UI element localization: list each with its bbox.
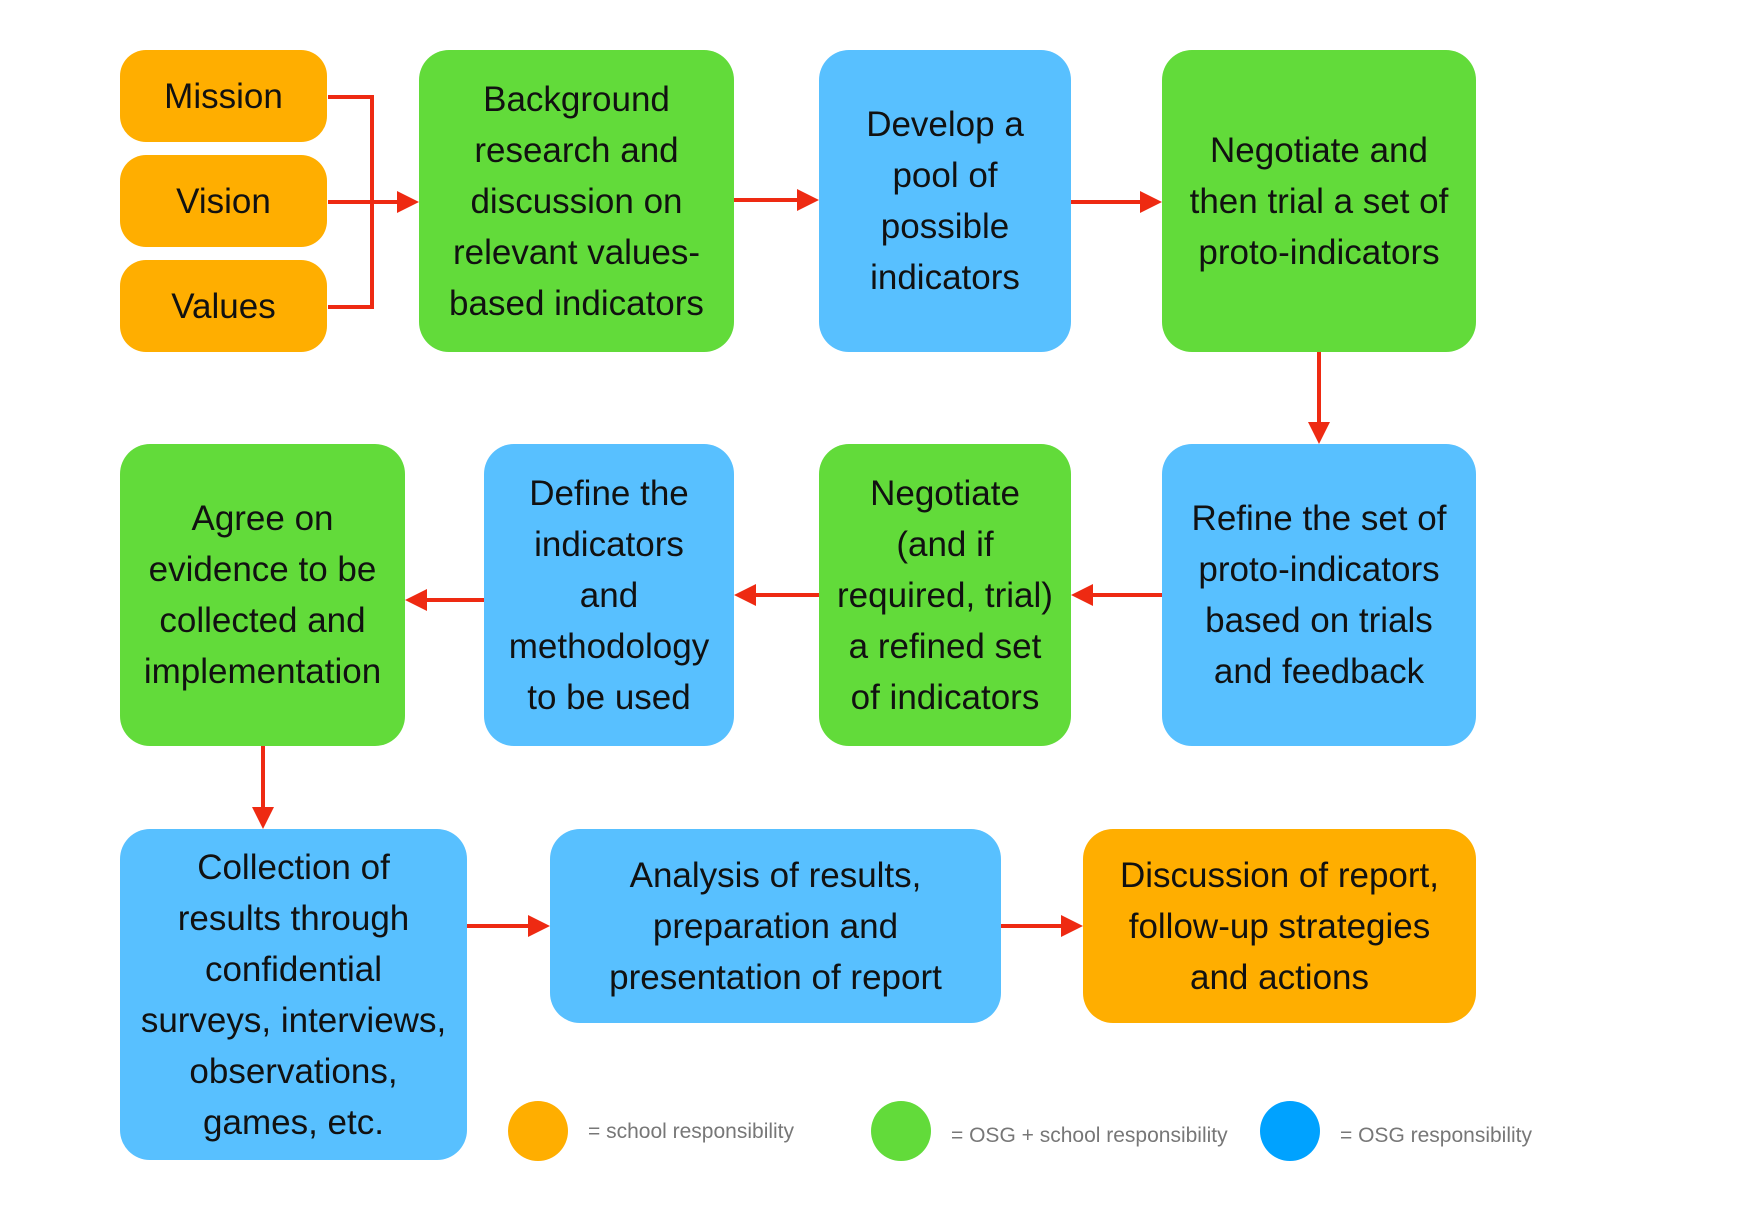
arrow-define-to-agree-head: [405, 589, 427, 611]
arrow-refine-to-negotiate-refined: [1071, 584, 1162, 606]
step-negotiate-trial: Negotiate and then trial a set of proto-…: [1162, 50, 1476, 352]
input-mission: Mission: [120, 50, 327, 142]
legend-label-school: = school responsibility: [588, 1120, 795, 1143]
arrow-negotiate-refined-to-define: [734, 584, 819, 606]
arrow-negotiate-trial-to-refine-head: [1308, 422, 1330, 444]
arrow-refine-to-negotiate-refined-head: [1071, 584, 1093, 606]
input-vision-label: Vision: [176, 181, 271, 221]
step-agree-evidence-text: Agree on evidence to be collected and im…: [143, 499, 382, 691]
arrow-agree-to-collection-head: [252, 807, 274, 829]
arrow-develop-to-negotiate-trial: [1071, 191, 1162, 213]
legend-dot-school: [508, 1101, 568, 1161]
step-define-indicators: Define the indicators and methodology to…: [484, 444, 734, 746]
input-mission-label: Mission: [164, 76, 283, 116]
step-develop-pool: Develop a pool of possible indicators: [819, 50, 1071, 352]
step-refine-text: Refine the set of proto-indicators based…: [1191, 499, 1447, 691]
step-develop-pool-text: Develop a pool of possible indicators: [866, 105, 1024, 297]
arrow-negotiate-refined-to-define-head: [734, 584, 756, 606]
arrow-negotiate-trial-to-refine: [1308, 352, 1330, 444]
arrow-define-to-agree: [405, 589, 484, 611]
legend-dot-osg-school: [871, 1101, 931, 1161]
step-refine: Refine the set of proto-indicators based…: [1162, 444, 1476, 746]
input-values: Values: [120, 260, 327, 352]
step-collection: Collection of results through confidenti…: [120, 829, 467, 1160]
arrow-agree-to-collection: [252, 746, 274, 829]
step-negotiate-refined-text: Negotiate (and if required, trial) a ref…: [837, 473, 1053, 717]
input-vision: Vision: [120, 155, 327, 247]
arrow-analysis-to-discussion-head: [1061, 915, 1083, 937]
step-define-indicators-text: Define the indicators and methodology to…: [508, 473, 710, 717]
arrow-collection-to-analysis-head: [528, 915, 550, 937]
step-background-research: Background research and discussion on re…: [419, 50, 734, 352]
step-analysis: Analysis of results, preparation and pre…: [550, 829, 1001, 1023]
arrow-inputs-to-background: [372, 191, 419, 213]
legend-label-osg-school: = OSG + school responsibility: [951, 1124, 1228, 1147]
arrow-inputs-to-background-head: [397, 191, 419, 213]
arrow-background-to-develop: [734, 189, 819, 211]
step-discussion: Discussion of report, follow-up strategi…: [1083, 829, 1476, 1023]
step-background-research-text: Background research and discussion on re…: [449, 79, 704, 323]
legend-dot-osg: [1260, 1101, 1320, 1161]
step-negotiate-trial-text: Negotiate and then trial a set of proto-…: [1189, 130, 1449, 272]
step-discussion-text: Discussion of report, follow-up strategi…: [1119, 855, 1440, 997]
arrow-develop-to-negotiate-trial-head: [1140, 191, 1162, 213]
arrow-analysis-to-discussion: [1001, 915, 1083, 937]
step-negotiate-refined: Negotiate (and if required, trial) a ref…: [819, 444, 1071, 746]
step-analysis-text: Analysis of results, preparation and pre…: [609, 855, 942, 997]
step-collection-text: Collection of results through confidenti…: [140, 847, 447, 1142]
input-values-label: Values: [171, 286, 276, 326]
arrow-background-to-develop-head: [797, 189, 819, 211]
step-agree-evidence: Agree on evidence to be collected and im…: [120, 444, 405, 746]
arrow-collection-to-analysis: [467, 915, 550, 937]
legend-label-osg: = OSG responsibility: [1340, 1124, 1532, 1147]
